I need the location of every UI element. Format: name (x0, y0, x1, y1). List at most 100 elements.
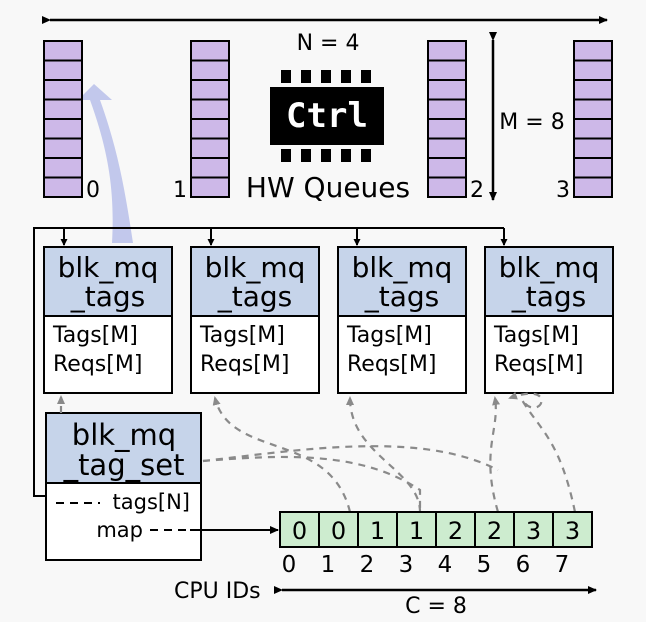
queue-slot (190, 176, 230, 198)
tags-field2: Reqs[M] (200, 352, 289, 377)
tags-header-line1: blk_mq (58, 251, 159, 284)
hw-queue-3: 3 (556, 40, 613, 203)
tags-header-line2: _tags (364, 280, 440, 313)
queue-slot (573, 137, 613, 159)
queue-slot (427, 176, 467, 198)
queue-slot (43, 176, 83, 198)
tags-field1: Tags[M] (52, 323, 138, 348)
queue-slot (190, 157, 230, 179)
blk-mq-tags-boxes: blk_mq_tagsTags[M]Reqs[M]blk_mq_tagsTags… (43, 246, 614, 394)
tags-header-line2: _tags (70, 280, 146, 313)
hw-queues: 0 1 2 3 (43, 40, 613, 203)
tags-field1: Tags[M] (493, 323, 579, 348)
queue-slot (43, 79, 83, 101)
cpu-id-label: 4 (438, 552, 453, 578)
queue-slot (427, 40, 467, 62)
cpu-map-value: 3 (565, 517, 580, 545)
queue-slot (573, 59, 613, 81)
queue-index-label: 2 (470, 178, 484, 203)
cpu-map-cell (513, 511, 554, 548)
queue-slot (190, 79, 230, 101)
queue-slot (573, 157, 613, 179)
queue-slot (190, 118, 230, 140)
tags-header-line1: blk_mq (499, 251, 600, 284)
queue-slot (427, 157, 467, 179)
cpu-id-label: 7 (555, 552, 570, 578)
tags-bus (33, 227, 508, 497)
cpu-id-label: 1 (321, 552, 336, 578)
cpu-map-value: 1 (409, 517, 424, 545)
highlight-arrow (78, 84, 133, 243)
tags-field2: Reqs[M] (53, 352, 142, 377)
queue-slot (573, 40, 613, 62)
tags-header-line1: blk_mq (205, 251, 306, 284)
queue-slot (190, 98, 230, 120)
queue-slot (573, 176, 613, 198)
ctrl-chip: Ctrl (270, 70, 384, 162)
tags-header-line2: _tags (217, 280, 293, 313)
tag-set-header-line2: _tag_set (63, 448, 185, 482)
cpu-map-value: 2 (487, 517, 502, 545)
queue-slot (427, 98, 467, 120)
cpu-map-value: 0 (292, 517, 307, 545)
queue-slot (573, 118, 613, 140)
cpu-id-label: 3 (399, 552, 414, 578)
queue-slot (427, 59, 467, 81)
queue-slot (573, 98, 613, 120)
cpu-ids-label: CPU IDs (174, 579, 261, 604)
cpu-map-value: 1 (370, 517, 385, 545)
queue-slot (43, 137, 83, 159)
queue-slot (427, 79, 467, 101)
mapping-curves (57, 391, 577, 513)
tags-field2: Reqs[M] (347, 352, 436, 377)
hw-queue-2: 2 (427, 40, 484, 203)
m-depth-label: M = 8 (499, 110, 564, 135)
hw-queues-label: HW Queues (246, 171, 410, 204)
queue-slot (43, 98, 83, 120)
queue-slot (43, 118, 83, 140)
tags-header-line2: _tags (511, 280, 587, 313)
queue-index-label: 3 (556, 178, 570, 203)
tags-field2: Reqs[M] (494, 352, 583, 377)
c-count-label: C = 8 (405, 594, 467, 619)
cpu-map-cell (396, 511, 437, 548)
tag-set-field-tags: tags[N] (113, 490, 190, 514)
cpu-id-label: 5 (477, 552, 492, 578)
cpu-map-value: 2 (448, 517, 463, 545)
queue-slot (43, 40, 83, 62)
cpu-id-label: 0 (282, 552, 297, 578)
tags-header-line1: blk_mq (352, 251, 453, 284)
queue-slot (573, 79, 613, 101)
queue-slot (427, 118, 467, 140)
cpu-map-value: 3 (526, 517, 541, 545)
hw-queue-1: 1 (173, 40, 230, 203)
queue-slot (43, 59, 83, 81)
cpu-id-label: 6 (516, 552, 531, 578)
n-queues-label: N = 4 (297, 31, 360, 56)
queue-slot (190, 59, 230, 81)
cpu-map-cell (552, 511, 593, 548)
cpu-map-cell (435, 511, 476, 548)
queue-slot (190, 40, 230, 62)
tags-field1: Tags[M] (346, 323, 432, 348)
tag-set-field-map: map (96, 518, 143, 542)
queue-slot (190, 137, 230, 159)
queue-slot (43, 157, 83, 179)
cpu-map-value: 0 (331, 517, 346, 545)
hw-queue-0: 0 (43, 40, 100, 203)
queue-slot (427, 137, 467, 159)
tag-set-header-line1: blk_mq (72, 418, 176, 452)
tags-field1: Tags[M] (199, 323, 285, 348)
cpu-id-label: 2 (360, 552, 375, 578)
queue-index-label: 0 (86, 178, 100, 203)
ctrl-label: Ctrl (286, 96, 368, 136)
queue-index-label: 1 (173, 178, 187, 203)
tag-set-box: blk_mq _tag_set tags[N] map (45, 412, 202, 561)
